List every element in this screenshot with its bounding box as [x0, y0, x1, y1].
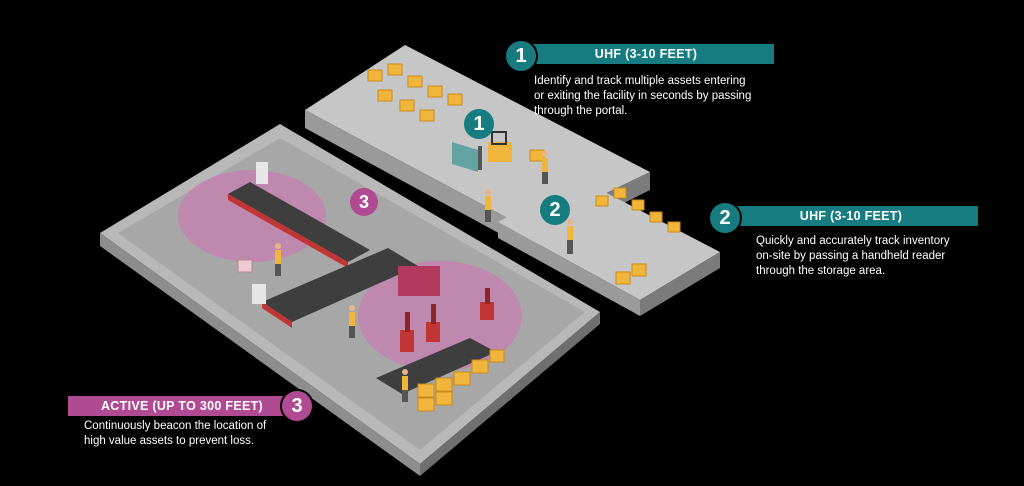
conveyor-upper-edge — [228, 194, 348, 268]
map-marker-2: 2 — [540, 195, 570, 225]
box-stack-room2 — [595, 187, 681, 285]
box-stack-room1 — [367, 63, 545, 162]
worker-4 — [567, 219, 573, 254]
callout-2-description: Quickly and accurately track inventory o… — [756, 235, 950, 277]
callout-1-banner: UHF (3-10 FEET) — [518, 44, 774, 64]
callout-2-banner: UHF (3-10 FEET) — [724, 206, 978, 226]
room2-right-wall — [640, 252, 720, 316]
callout-3-description: Continuously beacon the location of high… — [84, 420, 267, 447]
worker-5 — [542, 151, 548, 184]
conveyor-upper — [228, 182, 370, 262]
forklift — [478, 131, 512, 170]
callout-1-description: Identify and track multiple assets enter… — [534, 75, 752, 117]
worker-1 — [275, 243, 281, 276]
robot-cell-frame — [398, 266, 440, 296]
pillar-2 — [252, 284, 266, 304]
robot-arm-1 — [400, 312, 414, 352]
robot-arm-2 — [426, 304, 440, 342]
pillar-1 — [256, 162, 268, 184]
worker-3 — [402, 369, 408, 402]
callout-1-number-badge: 1 — [504, 39, 538, 73]
conveyor-lower — [262, 248, 418, 322]
callout-3-number-badge: 3 — [280, 389, 314, 423]
robot-arm-3 — [480, 288, 494, 320]
room2-front-wall — [498, 222, 640, 316]
room1-front-wall — [305, 110, 530, 250]
portal-gate — [452, 142, 478, 172]
callout-2-number-badge: 2 — [708, 201, 742, 235]
box-stack-left — [237, 259, 253, 273]
worker-2 — [349, 305, 355, 338]
box-stack-dock — [417, 349, 505, 412]
map-marker-3: 3 — [350, 188, 378, 216]
floor-front-left-wall — [100, 233, 420, 476]
map-marker-1: 1 — [464, 109, 494, 139]
callout-3-banner: ACTIVE (UP TO 300 FEET) — [68, 396, 296, 416]
active-zone-left — [178, 170, 326, 262]
floor-front-right-wall — [420, 312, 600, 476]
conveyor-lower-edge — [262, 302, 292, 328]
worker-6 — [485, 189, 491, 222]
